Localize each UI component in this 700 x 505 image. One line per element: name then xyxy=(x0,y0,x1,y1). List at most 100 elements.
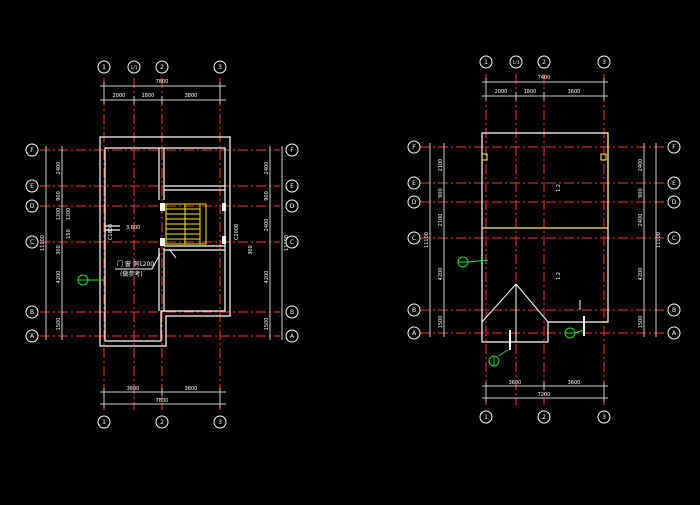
right-dim-right-total: 11100 xyxy=(656,232,662,248)
left-axis-top-1: 1 xyxy=(102,64,106,71)
right-axis-bottom-3: 3 xyxy=(602,414,606,421)
right-axis-bubbles xyxy=(407,55,681,424)
left-axis-right-b: B xyxy=(290,309,294,316)
left-dim-right-4: 300 xyxy=(248,245,254,255)
left-axis-left-f: F xyxy=(30,147,34,154)
left-axis-top-3: 2 xyxy=(160,64,164,71)
left-dim-left-5: 4200 xyxy=(56,271,62,284)
right-dim-bottom-2: 3600 xyxy=(568,380,581,386)
left-axis-top-2: 1/1 xyxy=(130,65,137,71)
left-stair xyxy=(165,203,207,245)
right-axis-left-c: C xyxy=(412,235,416,242)
right-axis-top-3: 2 xyxy=(542,59,546,66)
left-walls xyxy=(99,136,231,347)
left-axis-right-e: E xyxy=(290,183,294,190)
right-axis-right-a: A xyxy=(672,330,677,337)
right-roof-ridges xyxy=(481,283,585,350)
left-dim-bottom-2: 3800 xyxy=(185,386,198,392)
right-axis-left-f: F xyxy=(412,144,416,151)
right-dimension-lines xyxy=(429,78,657,402)
right-roof-plan: 7400 2000 1800 3600 3600 3600 7200 2100 … xyxy=(407,55,681,424)
right-axis-left-b: B xyxy=(412,307,416,314)
left-annotation-leader xyxy=(115,249,177,270)
left-window-left: C1808 xyxy=(108,224,114,240)
left-dim-right-1: 2400 xyxy=(264,162,270,175)
right-dim-right-5: 1500 xyxy=(638,316,644,329)
left-dimension-lines xyxy=(45,82,283,408)
left-dim-left-extra-2: 150 xyxy=(66,229,72,239)
right-slope-mark-1: 1:2 xyxy=(556,184,562,192)
right-dim-left-1: 2100 xyxy=(438,159,444,172)
left-axis-bottom-2: 2 xyxy=(160,419,164,426)
left-axis-left-d: D xyxy=(30,203,35,210)
right-axis-top-2: 1/1 xyxy=(512,60,519,66)
right-axis-left-e: E xyxy=(412,180,416,187)
left-dim-left-extra-1: 1200 xyxy=(66,208,72,221)
left-annotation-2: (做参考) xyxy=(120,270,143,278)
right-axis-right-d: D xyxy=(672,199,677,206)
right-dim-left-4: 4200 xyxy=(438,268,444,281)
left-dim-top-1: 2000 xyxy=(113,93,126,99)
right-dim-right-1: 2400 xyxy=(638,159,644,172)
left-dim-left-6: 1500 xyxy=(56,318,62,331)
left-axis-bottom-3: 3 xyxy=(218,419,222,426)
right-drains xyxy=(481,153,607,161)
right-dim-left-2: 900 xyxy=(438,188,444,198)
left-level-mark: 3.600 xyxy=(126,225,140,231)
right-axis-labels: 1 1/1 2 3 1 2 3 F E D C B A F E D C B A xyxy=(412,59,677,421)
right-dim-bottom-1: 3600 xyxy=(509,380,522,386)
left-axis-right-c: C xyxy=(290,239,294,246)
right-grid-lines xyxy=(420,74,665,405)
left-dim-bottom-1: 3600 xyxy=(127,386,140,392)
left-columns xyxy=(160,203,226,246)
right-axis-top-4: 3 xyxy=(602,59,606,66)
left-axis-left-b: B xyxy=(30,309,34,316)
left-dim-top-3: 3800 xyxy=(185,93,198,99)
left-grid-lines xyxy=(40,78,280,410)
right-axis-bottom-1: 1 xyxy=(484,414,488,421)
left-axis-right-d: D xyxy=(290,203,295,210)
left-axis-right-a: A xyxy=(290,333,295,340)
right-dim-right-3: 2400 xyxy=(638,214,644,227)
left-dim-top-total: 7800 xyxy=(156,79,169,85)
right-axis-left-d: D xyxy=(412,199,417,206)
right-axis-left-a: A xyxy=(412,330,417,337)
left-dim-right-5: 4200 xyxy=(264,271,270,284)
left-axis-left-c: C xyxy=(30,239,34,246)
left-dim-left-1: 2400 xyxy=(56,162,62,175)
left-axis-left-a: A xyxy=(30,333,35,340)
right-texts: 7400 2000 1800 3600 3600 3600 7200 2100 … xyxy=(424,75,662,398)
right-dim-top-total: 7400 xyxy=(538,75,551,81)
right-dim-bottom-total: 7200 xyxy=(538,392,551,398)
right-slope-mark-2: 1:2 xyxy=(556,272,562,280)
left-axis-bubbles xyxy=(25,60,299,429)
right-axis-bottom-2: 2 xyxy=(542,414,546,421)
right-axis-right-b: B xyxy=(672,307,676,314)
right-dim-top-1: 2000 xyxy=(495,89,508,95)
right-dim-top-3: 3600 xyxy=(568,89,581,95)
left-axis-labels: 1 1/1 2 3 1 2 3 F E D C B A F E D C B A xyxy=(30,64,295,426)
right-dim-right-4: 4200 xyxy=(638,268,644,281)
right-dim-right-2: 900 xyxy=(638,188,644,198)
right-section-markers xyxy=(457,256,585,367)
left-dim-left-4: 300 xyxy=(56,245,62,255)
left-dim-left-total: 11100 xyxy=(40,235,46,251)
right-axis-right-f: F xyxy=(672,144,676,151)
left-dim-left-3: 1200 xyxy=(56,208,62,221)
left-dim-right-6: 1500 xyxy=(264,318,270,331)
left-dim-right-3: 2400 xyxy=(264,219,270,232)
left-dim-left-2: 900 xyxy=(56,191,62,201)
left-floor-plan: 7800 2000 1800 3800 3600 3800 7800 2400 … xyxy=(25,60,299,429)
right-axis-right-c: C xyxy=(672,235,676,242)
left-dim-top-2: 1800 xyxy=(142,93,155,99)
right-axis-right-e: E xyxy=(672,180,676,187)
left-axis-bottom-1: 1 xyxy=(102,419,106,426)
right-dim-left-3: 2100 xyxy=(438,214,444,227)
left-axis-top-4: 3 xyxy=(218,64,222,71)
left-dim-bottom-total: 7800 xyxy=(156,398,169,404)
right-dim-top-2: 1800 xyxy=(524,89,537,95)
left-axis-left-e: E xyxy=(30,183,34,190)
left-dim-right-2: 900 xyxy=(264,191,270,201)
right-axis-top-1: 1 xyxy=(484,59,488,66)
